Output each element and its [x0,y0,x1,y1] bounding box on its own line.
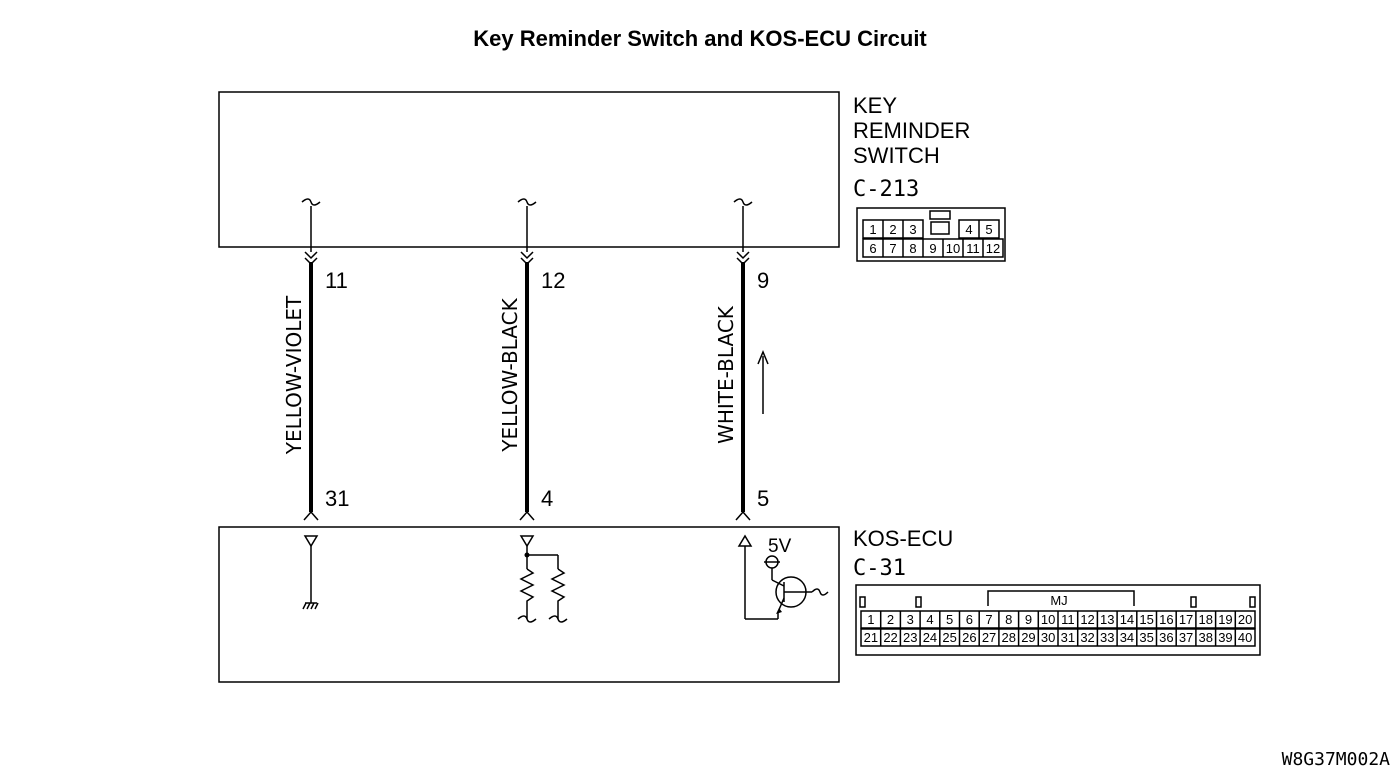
c31-pin-27: 27 [982,630,996,645]
c213-pin-3: 3 [909,222,916,237]
c31-pin-11: 11 [1061,612,1075,627]
key-switch-name-line-1: KEY [853,93,897,118]
c31-pin-7: 7 [985,612,992,627]
c31-pin-23: 23 [903,630,917,645]
c31-pin-39: 39 [1218,630,1232,645]
c213-connector-face: 1 2 3 4 5 6 7 8 9 10 11 12 [856,207,1006,262]
signal-direction-arrow [757,350,769,414]
c31-pin-2: 2 [887,612,894,627]
c31-pin-24: 24 [923,630,937,645]
figure-code: W8G37M002A [1282,749,1391,770]
c31-pin-36: 36 [1159,630,1173,645]
pin-number-bottom: 31 [325,486,349,511]
c31-pin-33: 33 [1100,630,1114,645]
diagram-title: Key Reminder Switch and KOS-ECU Circuit [473,26,927,51]
ecu-transistor-circuit: 5V [737,534,829,620]
ecu-resistor-circuit [517,535,568,623]
c31-pin-15: 15 [1139,612,1153,627]
wire-color-label: WHITE-BLACK [714,305,738,444]
c31-pin-29: 29 [1021,630,1035,645]
c31-pin-9: 9 [1025,612,1032,627]
c31-pin-31: 31 [1061,630,1075,645]
c31-pin-19: 19 [1218,612,1232,627]
c31-pin-40: 40 [1238,630,1252,645]
key-switch-name-line-2: REMINDER [853,118,970,143]
c31-pin-5: 5 [946,612,953,627]
c31-pin-1: 1 [867,612,874,627]
c31-pin-16: 16 [1159,612,1173,627]
wire-color-label: YELLOW-BLACK [498,297,522,452]
c213-pin-2: 2 [889,222,896,237]
pin-number-top: 9 [757,268,769,293]
c31-pin-18: 18 [1199,612,1213,627]
c213-pin-11: 11 [966,241,980,256]
c213-pin-12: 12 [986,241,1000,256]
c31-pin-22: 22 [883,630,897,645]
key-switch-name-line-3: SWITCH [853,143,940,168]
c31-pin-28: 28 [1002,630,1016,645]
c213-pin-10: 10 [946,241,960,256]
c31-pin-34: 34 [1120,630,1134,645]
connector-chevron-bottom [519,510,535,521]
c31-pin-30: 30 [1041,630,1055,645]
c31-pin-17: 17 [1179,612,1193,627]
pin-number-bottom: 5 [757,486,769,511]
c31-pin-38: 38 [1199,630,1213,645]
c31-pin-32: 32 [1080,630,1094,645]
c31-pin-6: 6 [966,612,973,627]
c213-pin-7: 7 [889,241,896,256]
pin-number-top: 12 [541,268,565,293]
voltage-label: 5V [768,536,792,557]
c31-pin-25: 25 [942,630,956,645]
wire-color-label: YELLOW-VIOLET [282,295,306,455]
c31-pin-20: 20 [1238,612,1252,627]
wire-group: 11 31 YELLOW-VIOLET 12 4 YELLOW-BLACK 9 5 WHITE-… [282,206,769,521]
c213-pin-4: 4 [965,222,972,237]
c31-pin-12: 12 [1080,612,1094,627]
key-reminder-switch-box [218,91,840,248]
c213-pin-5: 5 [985,222,992,237]
c31-pin-13: 13 [1100,612,1114,627]
pin-number-bottom: 4 [541,486,553,511]
c213-pin-8: 8 [909,241,916,256]
c31-pin-10: 10 [1041,612,1055,627]
c31-pin-8: 8 [1005,612,1012,627]
c31-pin-21: 21 [864,630,878,645]
c213-pin-9: 9 [929,241,936,256]
c31-pin-37: 37 [1179,630,1193,645]
ecu-name: KOS-ECU [853,526,953,551]
c31-pin-4: 4 [926,612,933,627]
key-switch-connector-id: C-213 [853,177,919,202]
ecu-ground-circuit [302,535,319,610]
c213-pin-6: 6 [869,241,876,256]
c31-pin-14: 14 [1120,612,1134,627]
ecu-connector-id: C-31 [853,556,906,581]
c31-pin-3: 3 [907,612,914,627]
c213-pin-1: 1 [869,222,876,237]
connector-chevron-bottom [735,510,751,521]
c31-connector-label: MJ [1050,593,1067,608]
key-switch-terminals [301,198,753,206]
pin-number-top: 11 [325,268,348,293]
kos-ecu-box [218,526,840,683]
connector-chevron-bottom [303,510,319,521]
c31-pin-35: 35 [1139,630,1153,645]
c31-pin-26: 26 [962,630,976,645]
